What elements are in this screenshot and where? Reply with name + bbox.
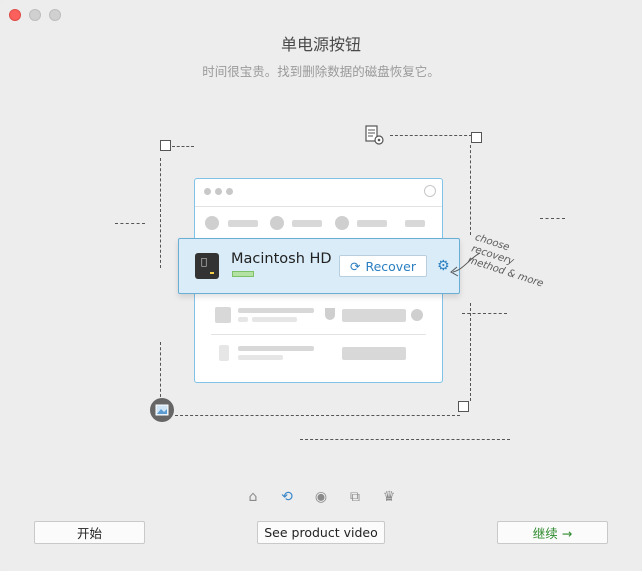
frame-line	[160, 342, 161, 397]
crown-icon[interactable]: ♛	[382, 489, 396, 505]
placeholder-phone	[219, 345, 229, 361]
frame-line	[115, 223, 145, 224]
annotation-arrow	[450, 252, 481, 277]
hard-drive-icon: 	[195, 253, 219, 279]
minimize-button[interactable]	[29, 9, 41, 21]
copy-icon[interactable]: ⧉	[350, 489, 360, 505]
refresh-icon[interactable]: ⟲	[281, 489, 293, 505]
placeholder-bar	[252, 317, 297, 322]
start-button[interactable]: 开始	[34, 521, 145, 544]
placeholder-bar	[238, 355, 283, 360]
gear-placeholder-icon	[411, 309, 423, 321]
close-button[interactable]	[9, 9, 21, 21]
placeholder-circle	[205, 216, 219, 230]
frame-line	[390, 135, 472, 136]
card-toolbar	[195, 179, 442, 207]
placeholder-bar	[405, 220, 425, 227]
frame-line	[470, 145, 471, 235]
highlighted-disk-row[interactable]:  Macintosh HD ⟳ Recover ⚙	[178, 238, 460, 294]
recover-label: Recover	[365, 258, 417, 274]
frame-corner	[160, 140, 171, 151]
frame-line	[160, 158, 161, 268]
chevron-icon	[424, 185, 436, 197]
nav-icons-row: ⌂ ⟲ ◉ ⧉ ♛	[0, 489, 642, 505]
placeholder-button	[342, 309, 406, 322]
page-title: 单电源按钮	[280, 35, 361, 54]
illustration:  Macintosh HD ⟳ Recover ⚙ choose recove…	[0, 110, 642, 450]
disk-usage-bar	[232, 271, 254, 277]
home-icon[interactable]: ⌂	[248, 489, 258, 505]
divider	[211, 334, 426, 335]
frame-line	[300, 439, 510, 440]
placeholder-bar	[228, 220, 258, 227]
placeholder-circle	[335, 216, 349, 230]
disk-name: Macintosh HD	[231, 251, 332, 267]
frame-corner	[471, 132, 482, 143]
placeholder-bar	[238, 308, 314, 313]
gear-icon[interactable]: ⚙	[437, 258, 450, 274]
frame-line	[175, 415, 460, 416]
zoom-button[interactable]	[49, 9, 61, 21]
frame-line	[462, 313, 507, 314]
photo-icon	[150, 398, 174, 422]
continue-button[interactable]: 继续 →	[497, 521, 608, 544]
document-gear-icon	[365, 125, 384, 145]
frame-line	[470, 303, 471, 401]
page-subtitle: 时间很宝贵。找到删除数据的磁盘恢复它。	[202, 64, 440, 79]
placeholder-circle	[270, 216, 284, 230]
shield-icon	[325, 308, 335, 320]
placeholder-bar	[238, 346, 314, 351]
placeholder-bar	[238, 317, 248, 322]
recover-icon: ⟳	[349, 258, 361, 274]
window-controls	[9, 9, 61, 21]
placeholder-button	[342, 347, 406, 360]
frame-corner	[458, 401, 469, 412]
placeholder-bar	[292, 220, 322, 227]
recover-button[interactable]: ⟳ Recover	[339, 255, 427, 277]
placeholder-square	[215, 307, 231, 323]
frame-line	[172, 146, 194, 147]
eye-icon[interactable]: ◉	[314, 489, 328, 505]
product-video-button[interactable]: See product video	[257, 521, 385, 544]
frame-line	[540, 218, 565, 219]
card-window-dots	[204, 188, 233, 195]
placeholder-bar	[357, 220, 387, 227]
